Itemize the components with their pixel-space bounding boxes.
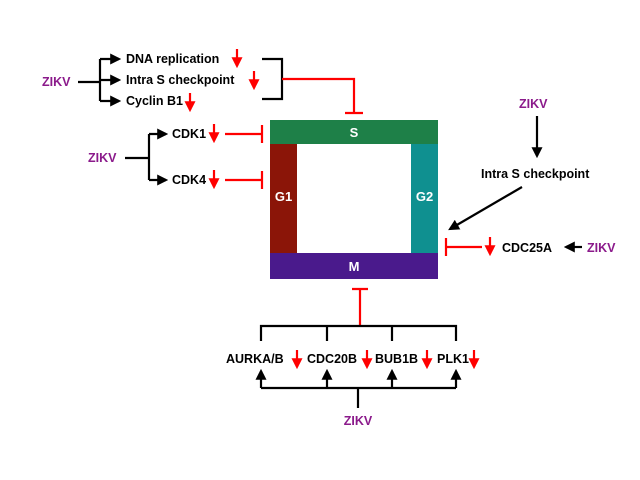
grouping-bracket <box>259 324 458 341</box>
bottom-item-aurka-b: AURKA/B <box>226 352 284 366</box>
phase-m-bar <box>270 253 438 279</box>
activation-arrow-icon <box>78 59 102 101</box>
phase-g2-label: G2 <box>416 189 433 204</box>
phase-s-bar <box>270 120 438 144</box>
top-item-cyclin-b1: Cyclin B1 <box>126 94 183 108</box>
bottom-item-cdc20b: CDC20B <box>307 352 357 366</box>
phase-g1-bar <box>270 144 297 253</box>
activation-arrow-icon <box>125 134 151 180</box>
bottom-item-plk1: PLK1 <box>437 352 469 366</box>
inhibition-bar-icon <box>225 171 264 189</box>
grouping-bracket <box>262 57 284 101</box>
phase-m-label: M <box>349 259 360 274</box>
phase-g2-bar <box>411 144 438 253</box>
virus-label-top-left: ZIKV <box>42 75 71 89</box>
activation-bracket <box>261 386 456 408</box>
virus-label-right-top: ZIKV <box>519 97 548 111</box>
mid-item-cdk4: CDK4 <box>172 173 206 187</box>
right-intra-s-checkpoint: Intra S checkpoint <box>481 167 590 181</box>
virus-label-bottom: ZIKV <box>344 414 373 428</box>
inhibition-bar-icon <box>444 238 482 256</box>
mid-item-cdk1: CDK1 <box>172 127 206 141</box>
inhibition-bar-icon <box>225 125 264 143</box>
activation-arrow-icon <box>448 186 523 231</box>
right-cdc25a: CDC25A <box>502 241 552 255</box>
bottom-item-bub1b: BUB1B <box>375 352 418 366</box>
phase-g1-label: G1 <box>275 189 292 204</box>
inhibition-bar-icon <box>282 77 363 115</box>
phase-s-label: S <box>350 125 359 140</box>
top-item-intra-s-checkpoint: Intra S checkpoint <box>126 73 235 87</box>
virus-label-mid-left: ZIKV <box>88 151 117 165</box>
top-item-dna-replication: DNA replication <box>126 52 219 66</box>
virus-label-right: ZIKV <box>587 241 616 255</box>
inhibition-bar-icon <box>352 287 368 326</box>
